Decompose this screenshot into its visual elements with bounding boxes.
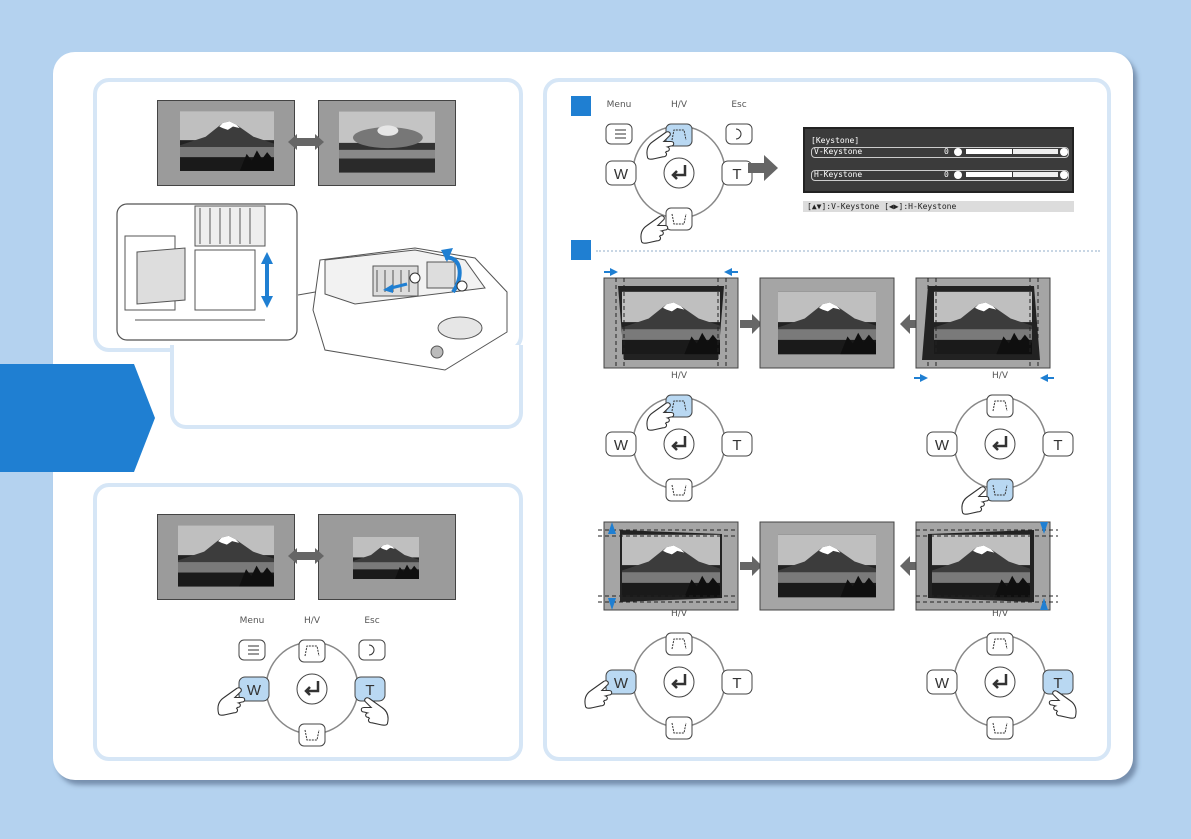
hv-label: H/V <box>304 616 320 626</box>
step-2-marker <box>571 240 591 260</box>
tele-label: T <box>732 166 741 183</box>
hv-label: H/V <box>992 609 1008 619</box>
wide-button[interactable]: W <box>605 431 637 457</box>
esc-label: Esc <box>364 616 380 626</box>
step-1-marker <box>571 96 591 116</box>
pointing-hand-icon <box>646 131 675 160</box>
zoomed-out-image <box>318 514 456 600</box>
pointing-hand-icon <box>1048 690 1077 719</box>
enter-button[interactable] <box>663 428 695 460</box>
pointing-hand-icon <box>217 687 246 716</box>
wide-button[interactable]: W <box>238 676 270 702</box>
right-arrow-icon <box>748 155 778 181</box>
double-arrow-icon <box>288 548 324 564</box>
keystone-image-row-1 <box>603 268 1054 382</box>
wide-button[interactable]: W <box>926 669 958 695</box>
menu-row-label: V-Keystone <box>814 147 863 156</box>
menu-row-value: 0 <box>944 147 949 156</box>
keystone-menu-screen: [Keystone] V-Keystone 0 H-Keystone 0 <box>803 127 1074 193</box>
menu-button[interactable] <box>238 639 266 661</box>
pointing-hand-icon <box>360 697 389 726</box>
remote-zoom: W T H/V Menu Esc <box>217 616 389 767</box>
keystone-down-button[interactable] <box>665 478 693 502</box>
enter-button[interactable] <box>296 673 328 705</box>
wide-button[interactable]: W <box>926 431 958 457</box>
focus-panel-tail <box>170 345 523 429</box>
remote-keystone-v-down: W T H/V <box>925 371 1075 522</box>
up-icon[interactable] <box>1060 148 1068 156</box>
wide-label: W <box>247 682 262 699</box>
tele-button[interactable]: T <box>1042 431 1074 457</box>
wide-button[interactable]: W <box>605 160 637 186</box>
tele-label: T <box>732 675 741 692</box>
wide-label: W <box>614 166 629 183</box>
section-tab <box>0 364 155 472</box>
double-arrow-icon <box>288 134 324 150</box>
hv-label: H/V <box>671 371 687 381</box>
hv-label: H/V <box>671 609 687 619</box>
level-bar <box>966 172 1058 177</box>
down-icon[interactable] <box>954 148 962 156</box>
pointing-hand-icon <box>646 402 675 431</box>
hv-button[interactable] <box>665 632 693 656</box>
enter-button[interactable] <box>984 666 1016 698</box>
right-icon[interactable] <box>1060 171 1068 179</box>
enter-button[interactable] <box>663 666 695 698</box>
wide-label: W <box>935 437 950 454</box>
menu-row-label: H-Keystone <box>814 170 863 179</box>
projector-illustration <box>116 203 508 371</box>
tele-label: T <box>1053 675 1062 692</box>
tele-button[interactable]: T <box>1042 669 1074 695</box>
menu-row-v-keystone[interactable]: V-Keystone 0 <box>811 147 1069 158</box>
keystone-down-button[interactable] <box>986 478 1014 502</box>
hv-label: H/V <box>992 371 1008 381</box>
menu-button[interactable] <box>605 123 633 145</box>
tele-button[interactable]: T <box>721 431 753 457</box>
hv-label: H/V <box>671 100 687 110</box>
enter-button[interactable] <box>984 428 1016 460</box>
esc-button[interactable] <box>358 639 386 661</box>
menu-label: Menu <box>239 616 265 626</box>
enter-button[interactable] <box>663 157 695 189</box>
esc-label: Esc <box>731 100 747 110</box>
blurred-image <box>318 100 456 186</box>
keystone-down-button[interactable] <box>665 716 693 740</box>
tele-button[interactable]: T <box>721 669 753 695</box>
menu-row-h-keystone[interactable]: H-Keystone 0 <box>811 170 1069 181</box>
wide-label: W <box>614 437 629 454</box>
menu-row-value: 0 <box>944 170 949 179</box>
remote-keystone-h-right: W T H/V <box>925 609 1077 760</box>
left-icon[interactable] <box>954 171 962 179</box>
sharp-image <box>157 100 295 186</box>
menu-label: Menu <box>606 100 632 110</box>
tele-label: T <box>732 437 741 454</box>
menu-hint: [▲▼]:V-Keystone [◀▶]:H-Keystone <box>803 201 1074 212</box>
keystone-down-button[interactable] <box>665 207 693 231</box>
level-bar <box>966 149 1058 154</box>
step-divider <box>596 250 1100 252</box>
tele-label: T <box>1053 437 1062 454</box>
hv-button[interactable] <box>298 639 326 663</box>
remote-step1: W T H/V Menu Esc <box>604 100 754 251</box>
pointing-hand-icon <box>640 215 669 244</box>
wide-label: W <box>935 675 950 692</box>
hv-button[interactable] <box>986 394 1014 418</box>
menu-title: [Keystone] <box>811 136 860 145</box>
esc-button[interactable] <box>725 123 753 145</box>
hv-button[interactable] <box>986 632 1014 656</box>
keystone-down-button[interactable] <box>298 723 326 747</box>
tele-label: T <box>365 682 374 699</box>
keystone-down-button[interactable] <box>986 716 1014 740</box>
remote-keystone-v-up: W T H/V <box>604 371 754 522</box>
wide-label: W <box>614 675 629 692</box>
remote-keystone-h-left: W T H/V <box>584 609 754 760</box>
keystone-image-row-2 <box>598 521 1058 611</box>
pointing-hand-icon <box>961 486 990 515</box>
pointing-hand-icon <box>584 680 613 709</box>
full-size-image <box>157 514 295 600</box>
